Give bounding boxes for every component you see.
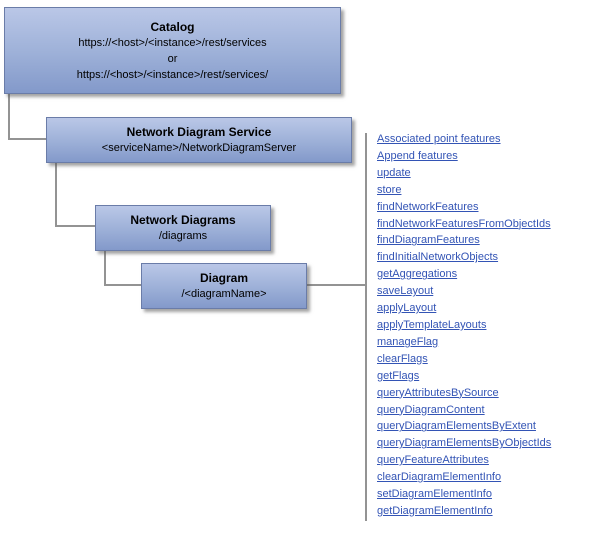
- connector-diagrams-diagram-horizontal: [104, 284, 141, 286]
- connector-diagram-operations-horizontal: [307, 284, 366, 286]
- network-diagrams-title: Network Diagrams: [130, 213, 236, 227]
- connector-catalog-service-vertical: [8, 94, 10, 140]
- network-diagrams-url: /diagrams: [158, 230, 208, 242]
- operation-link[interactable]: applyTemplateLayouts: [377, 318, 487, 331]
- operation-link[interactable]: getFlags: [377, 369, 420, 382]
- operation-link[interactable]: clearDiagramElementInfo: [377, 471, 502, 484]
- operation-link[interactable]: queryAttributesBySource: [377, 386, 499, 399]
- operation-link[interactable]: findNetworkFeaturesFromObjectIds: [377, 217, 551, 230]
- connector-catalog-service-horizontal: [8, 138, 46, 140]
- operation-link[interactable]: getAggregations: [377, 268, 458, 281]
- connector-diagrams-diagram-vertical: [104, 251, 106, 286]
- operation-link[interactable]: store: [377, 183, 402, 196]
- operation-link[interactable]: Associated point features: [377, 133, 501, 145]
- operation-link[interactable]: findDiagramFeatures: [377, 234, 480, 247]
- operation-link[interactable]: saveLayout: [377, 285, 434, 298]
- diagram-node: Diagram /<diagramName>: [141, 263, 307, 309]
- catalog-or-label: or: [167, 52, 178, 65]
- diagram-url: /<diagramName>: [181, 288, 267, 300]
- connector-service-diagrams-vertical: [55, 163, 57, 227]
- operation-link[interactable]: queryDiagramElementsByExtent: [377, 420, 536, 433]
- network-diagram-service-url: <serviceName>/NetworkDiagramServer: [101, 142, 297, 154]
- operation-link[interactable]: queryFeatureAttributes: [377, 454, 489, 467]
- catalog-title: Catalog: [150, 19, 195, 34]
- operations-rail: [365, 133, 367, 521]
- operation-link[interactable]: clearFlags: [377, 352, 428, 365]
- connector-service-diagrams-horizontal: [55, 225, 95, 227]
- network-diagram-service-title: Network Diagram Service: [126, 125, 272, 139]
- operation-link[interactable]: update: [377, 166, 411, 179]
- operation-link[interactable]: queryDiagramContent: [377, 403, 485, 416]
- catalog-node: Catalog https://<host>/<instance>/rest/s…: [4, 7, 341, 94]
- network-diagram-service-node: Network Diagram Service <serviceName>/Ne…: [46, 117, 352, 163]
- operation-link[interactable]: Append features: [377, 149, 458, 162]
- network-diagrams-node: Network Diagrams /diagrams: [95, 205, 271, 251]
- operation-link[interactable]: manageFlag: [377, 335, 439, 348]
- catalog-url-primary: https://<host>/<instance>/rest/services: [78, 36, 267, 49]
- operation-link[interactable]: findNetworkFeatures: [377, 200, 479, 213]
- operation-link[interactable]: getDiagramElementInfo: [377, 504, 493, 517]
- diagram-title: Diagram: [199, 271, 249, 285]
- operation-link[interactable]: findInitialNetworkObjects: [377, 251, 499, 264]
- catalog-url-alternate: https://<host>/<instance>/rest/services/: [76, 68, 269, 81]
- operation-link[interactable]: applyLayout: [377, 302, 437, 315]
- operation-link[interactable]: queryDiagramElementsByObjectIds: [377, 437, 552, 450]
- operation-link[interactable]: setDiagramElementInfo: [377, 488, 492, 501]
